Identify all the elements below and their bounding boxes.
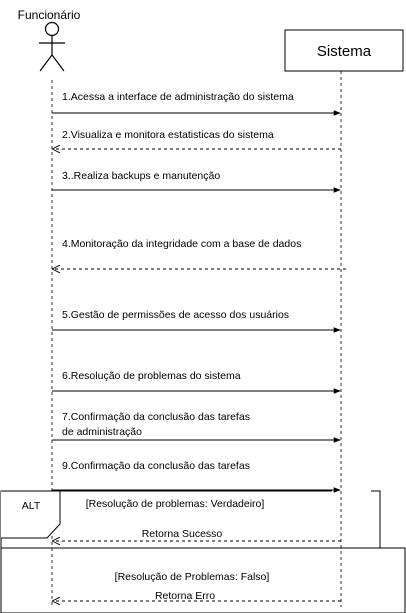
- message-7-label-line-1: 7.Confirmação da conclusão das tarefas: [62, 411, 250, 423]
- message-1: 1.Acessa a interface de administração do…: [52, 91, 341, 116]
- alt-reply-error-label: Retorna Erro: [155, 590, 215, 602]
- actor-funcionario: Funcionário: [18, 8, 81, 72]
- message-4: 4.Monitoração da integridade com a base …: [53, 238, 346, 269]
- alt-guard-true: [Resolução de problemas: Verdadeiro]: [86, 498, 265, 510]
- message-8-label: 9.Confirmação da conclusão das tarefas: [62, 460, 250, 472]
- message-4-label: 4.Monitoração da integridade com a base …: [62, 238, 301, 250]
- message-3: 3..Realiza backups e manutenção: [52, 170, 341, 193]
- message-1-label: 1.Acessa a interface de administração do…: [62, 91, 294, 103]
- message-2: 2.Visualiza e monitora estatisticas do s…: [53, 129, 341, 149]
- alt-fragment: ALT [Resolução de problemas: Verdadeiro]…: [0, 490, 406, 613]
- message-7-label-line-2: de administração: [62, 426, 142, 438]
- system-box: [284, 29, 404, 72]
- message-5-label: 5.Gestão de permissões de acesso dos usu…: [62, 309, 289, 321]
- message-6-label: 6.Resolução de problemas do sistema: [62, 370, 241, 382]
- stick-figure-icon: [39, 21, 65, 72]
- alt-guard-false: [Resolução de Problemas: Falso]: [115, 571, 270, 583]
- message-5: 5.Gestão de permissões de acesso dos usu…: [52, 309, 341, 333]
- system-label: Sistema: [317, 43, 372, 60]
- message-6: 6.Resolução de problemas do sistema: [52, 370, 341, 394]
- message-2-label: 2.Visualiza e monitora estatisticas do s…: [62, 129, 274, 141]
- message-3-label: 3..Realiza backups e manutenção: [62, 170, 220, 182]
- actor-label: Funcionário: [18, 8, 81, 22]
- message-7: 7.Confirmação da conclusão das tarefas d…: [52, 411, 341, 443]
- alt-reply-success-label: Retorna Sucesso: [142, 528, 223, 540]
- message-8: 9.Confirmação da conclusão das tarefas: [52, 460, 341, 493]
- alt-label: ALT: [22, 500, 41, 512]
- alt-label-tab: [1, 490, 61, 539]
- participant-sistema: Sistema: [284, 29, 404, 72]
